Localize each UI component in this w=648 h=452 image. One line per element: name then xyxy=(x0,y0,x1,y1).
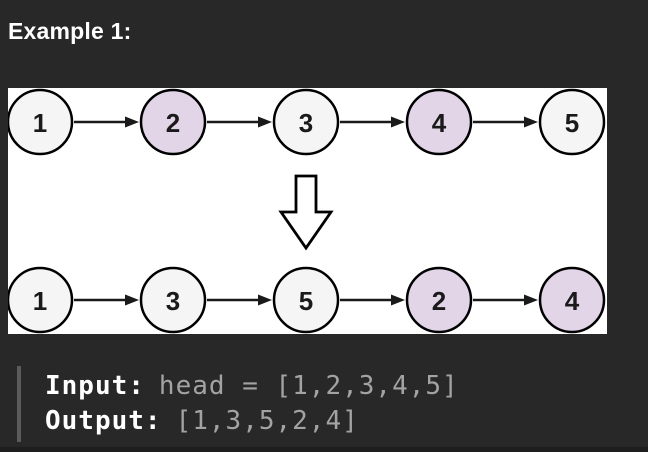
input-label: Input: xyxy=(45,371,145,401)
list-node xyxy=(272,88,340,156)
next-pointer-arrowhead xyxy=(125,294,139,306)
example-io-block: Input: head = [1,2,3,4,5] Output: [1,3,5,2… xyxy=(17,366,459,442)
next-pointer-arrowhead xyxy=(391,116,405,128)
next-pointer-arrowhead xyxy=(391,294,405,306)
node-value: 2 xyxy=(166,108,180,138)
linked-list-diagram: 1 2 3 4 5 1 3 5 2 4 xyxy=(8,88,607,334)
node-value: 5 xyxy=(565,108,579,138)
list-node xyxy=(538,88,606,156)
next-pointer-arrowhead xyxy=(524,294,538,306)
node-value: 3 xyxy=(166,286,180,316)
next-pointer-arrowhead xyxy=(258,294,272,306)
next-pointer-arrowhead xyxy=(258,116,272,128)
list-node-highlighted xyxy=(405,88,473,156)
list-node-highlighted xyxy=(538,266,606,334)
input-line: Input: head = [1,2,3,4,5] xyxy=(45,369,459,404)
output-line: Output: [1,3,5,2,4] xyxy=(45,404,459,439)
output-value: [1,3,5,2,4] xyxy=(175,406,359,436)
list-node xyxy=(139,266,207,334)
node-value: 3 xyxy=(299,108,313,138)
node-value: 5 xyxy=(299,286,313,316)
list-node xyxy=(8,266,74,334)
input-value: head = [1,2,3,4,5] xyxy=(158,371,459,401)
node-value: 4 xyxy=(565,286,580,316)
next-pointer-arrowhead xyxy=(125,116,139,128)
linked-list-diagram-canvas: 1 2 3 4 5 1 3 5 2 4 xyxy=(8,88,606,334)
next-pointer-arrowhead xyxy=(524,116,538,128)
list-node-highlighted xyxy=(139,88,207,156)
output-label: Output: xyxy=(45,406,162,436)
list-node xyxy=(8,88,74,156)
node-value: 1 xyxy=(33,286,47,316)
down-arrow-icon xyxy=(278,174,334,251)
node-value: 1 xyxy=(33,108,47,138)
example-heading: Example 1: xyxy=(8,18,132,44)
node-value: 4 xyxy=(432,108,447,138)
list-node-highlighted xyxy=(405,266,473,334)
list-node xyxy=(272,266,340,334)
node-value: 2 xyxy=(432,286,446,316)
section-divider xyxy=(0,447,648,452)
